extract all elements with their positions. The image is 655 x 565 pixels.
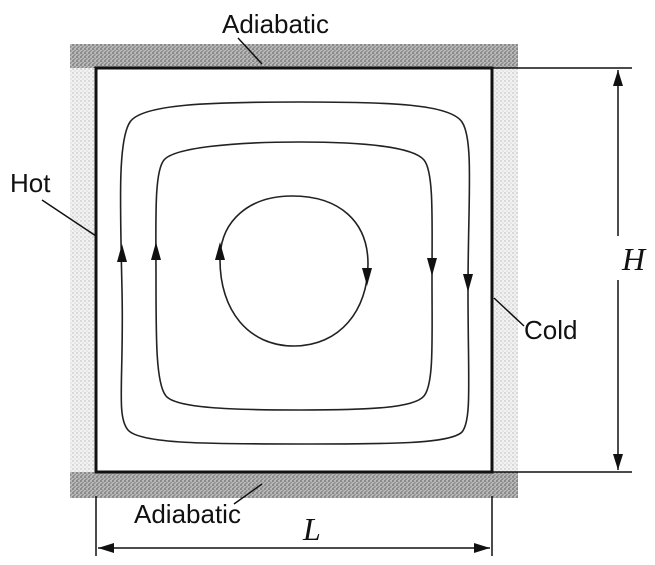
top-insulation-bar <box>70 44 518 68</box>
streamline-inner <box>219 195 369 347</box>
label-hot: Hot <box>10 168 51 198</box>
streamline-middle <box>155 141 433 411</box>
arrow-down-inner <box>362 268 372 286</box>
left-wall-shading <box>70 66 96 472</box>
arrow-up-middle <box>151 242 161 260</box>
arrow-up-inner <box>215 242 225 260</box>
arrow-down-middle <box>427 258 437 276</box>
dim-h-arrow-bottom <box>613 454 623 470</box>
dim-l-arrow-right <box>474 543 490 553</box>
right-wall-shading <box>492 66 518 472</box>
label-cold: Cold <box>524 315 577 345</box>
dim-l-label: L <box>302 511 321 547</box>
leader-top-adiabatic <box>237 37 263 65</box>
label-top-adiabatic: Adiabatic <box>222 9 329 39</box>
cavity-boundary <box>94 66 494 474</box>
arrow-down-outer <box>463 274 473 292</box>
streamline-outer <box>119 101 471 445</box>
leader-cold <box>493 297 525 327</box>
arrow-up-outer <box>117 244 127 262</box>
bottom-insulation-bar <box>70 472 518 498</box>
dim-h-label: H <box>621 241 647 277</box>
label-bottom-adiabatic: Adiabatic <box>134 499 241 529</box>
leader-hot <box>41 199 97 237</box>
dim-h-arrow-top <box>613 70 623 86</box>
dim-l-arrow-left <box>98 543 114 553</box>
leader-bottom-adiabatic <box>233 483 263 505</box>
dim-h-label-bg <box>606 236 632 280</box>
